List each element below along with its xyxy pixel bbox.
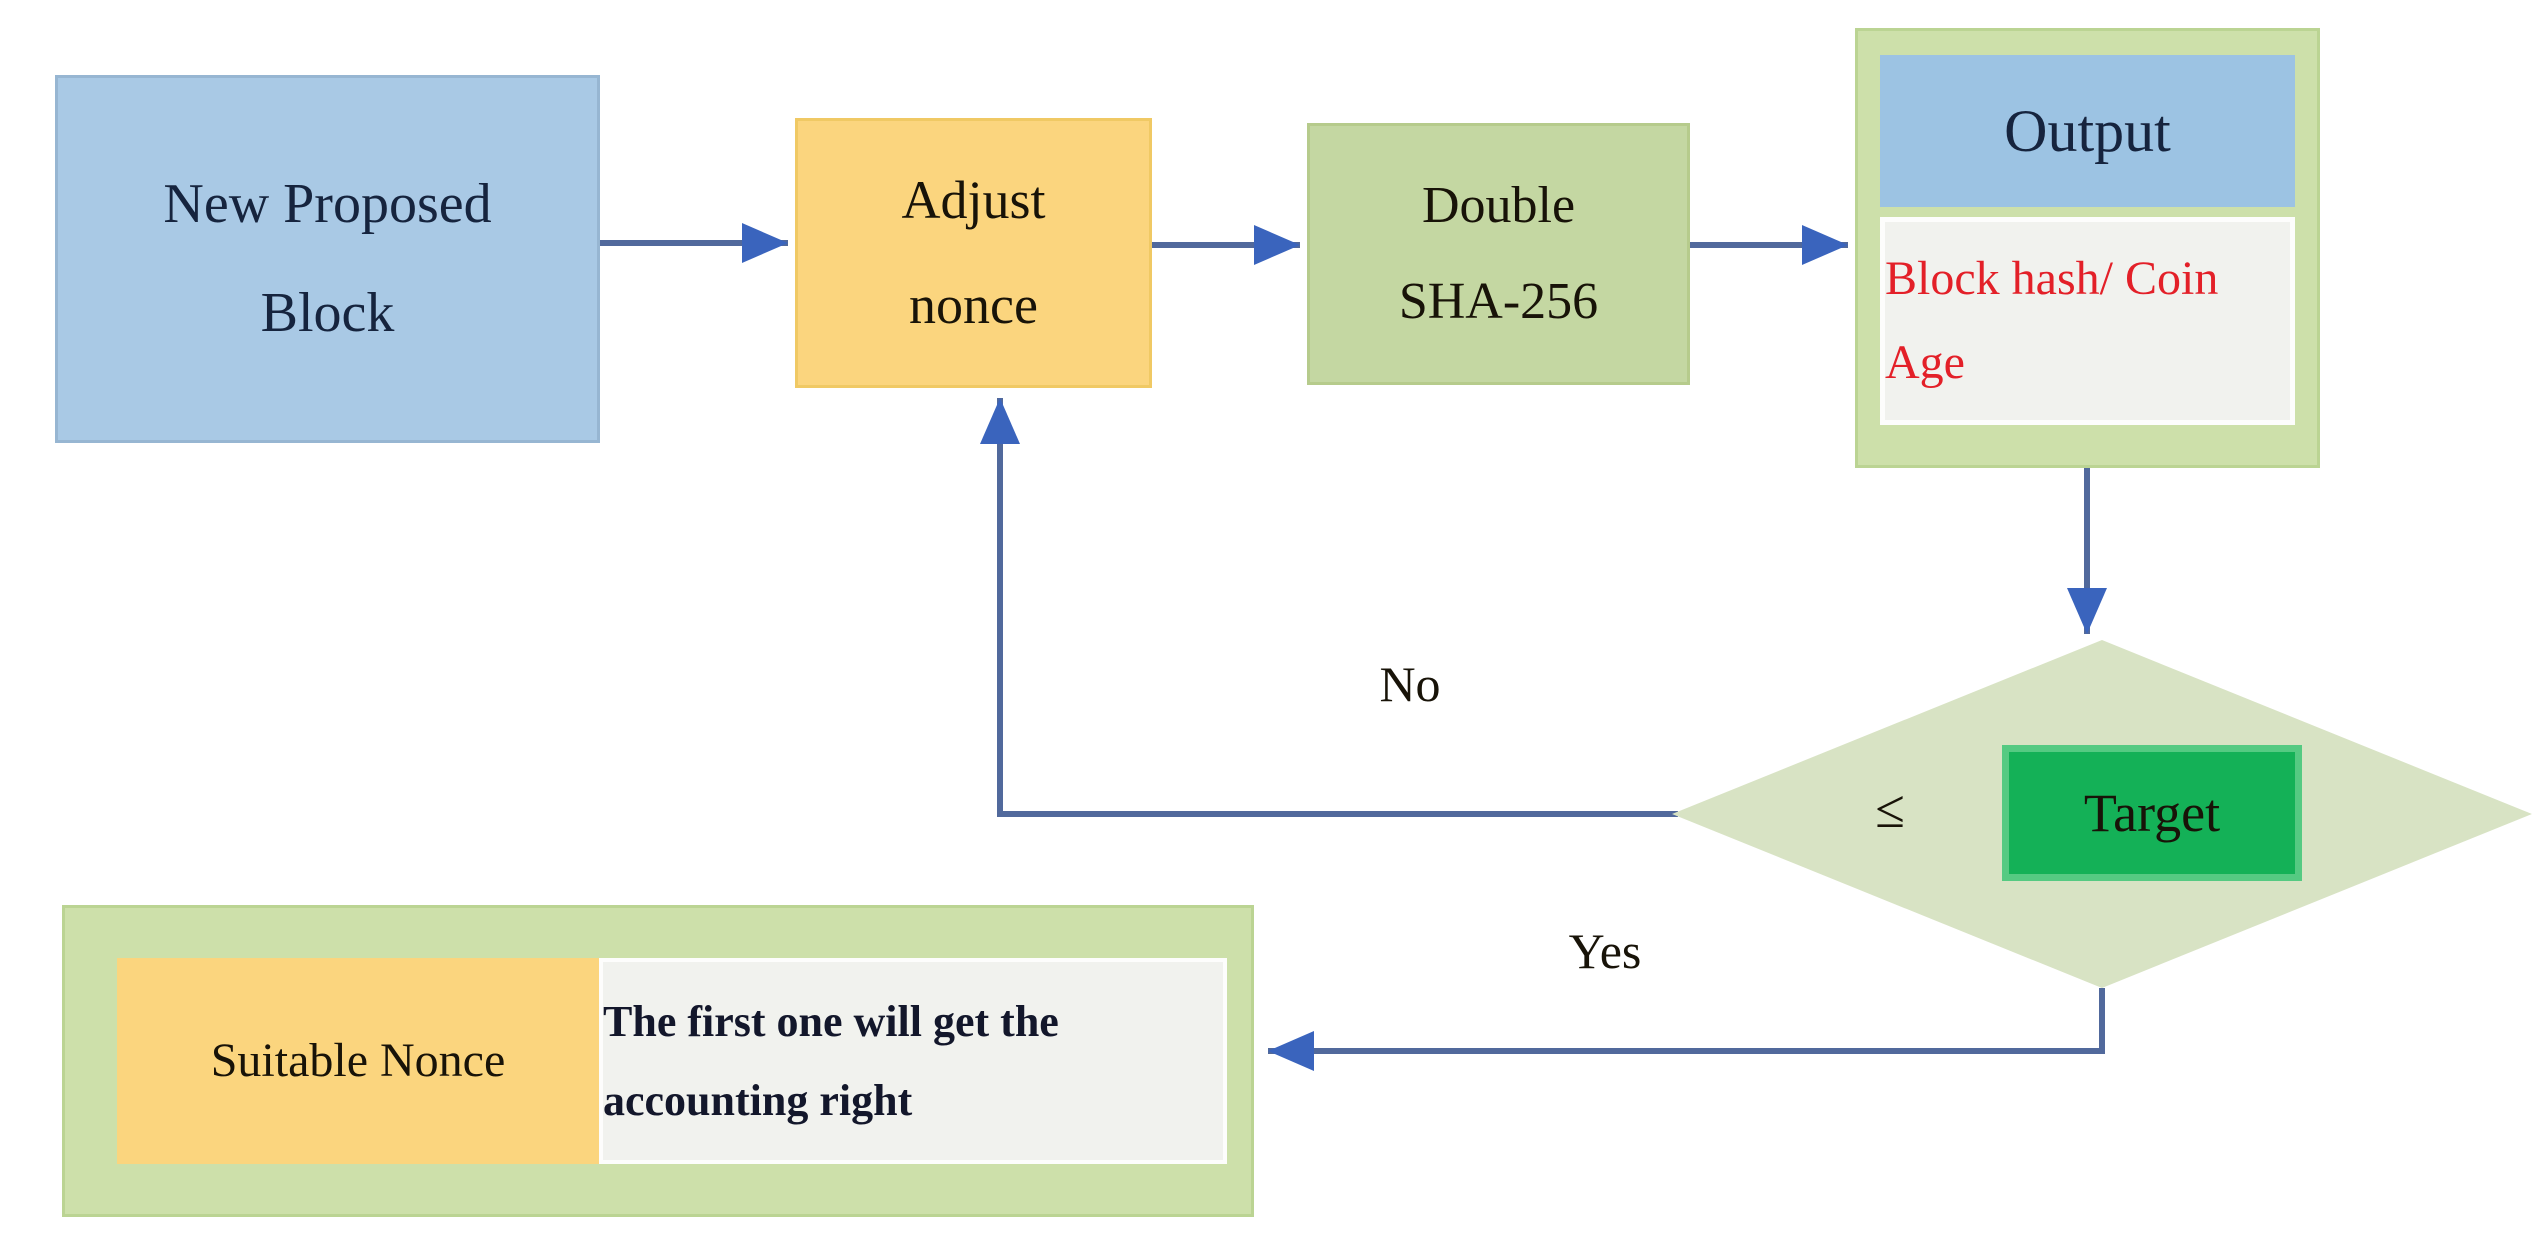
decision-operator: ≤	[1875, 779, 1905, 839]
node-adjust-nonce: Adjust nonce	[795, 118, 1152, 388]
connector-no-loop	[980, 398, 1678, 817]
suitable-nonce-panel: Suitable Nonce	[117, 958, 599, 1164]
output-body: Block hash/ Coin Age	[1880, 217, 2295, 425]
suitable-nonce-label: Suitable Nonce	[210, 1034, 506, 1088]
note-label: The first one will get the accounting ri…	[603, 996, 1059, 1125]
result-box: Suitable Nonce The first one will get th…	[62, 905, 1254, 1217]
edge-label-yes: Yes	[1568, 923, 1642, 979]
node-output: Output Block hash/ Coin Age	[1855, 28, 2320, 468]
node-adjust-nonce-label: Adjust nonce	[901, 169, 1046, 335]
note-panel: The first one will get the accounting ri…	[599, 958, 1227, 1164]
target-box: Target	[2002, 745, 2302, 881]
node-new-proposed-block: New Proposed Block	[55, 75, 600, 443]
node-double-sha256: Double SHA-256	[1307, 123, 1690, 385]
edge-label-no: No	[1379, 656, 1441, 712]
node-new-proposed-block-label: New Proposed Block	[163, 172, 492, 344]
output-body-label: Block hash/ Coin Age	[1885, 252, 2219, 389]
node-double-sha256-label: Double SHA-256	[1398, 176, 1599, 330]
output-header: Output	[1880, 55, 2295, 207]
connector-yes-path	[1268, 988, 2105, 1071]
